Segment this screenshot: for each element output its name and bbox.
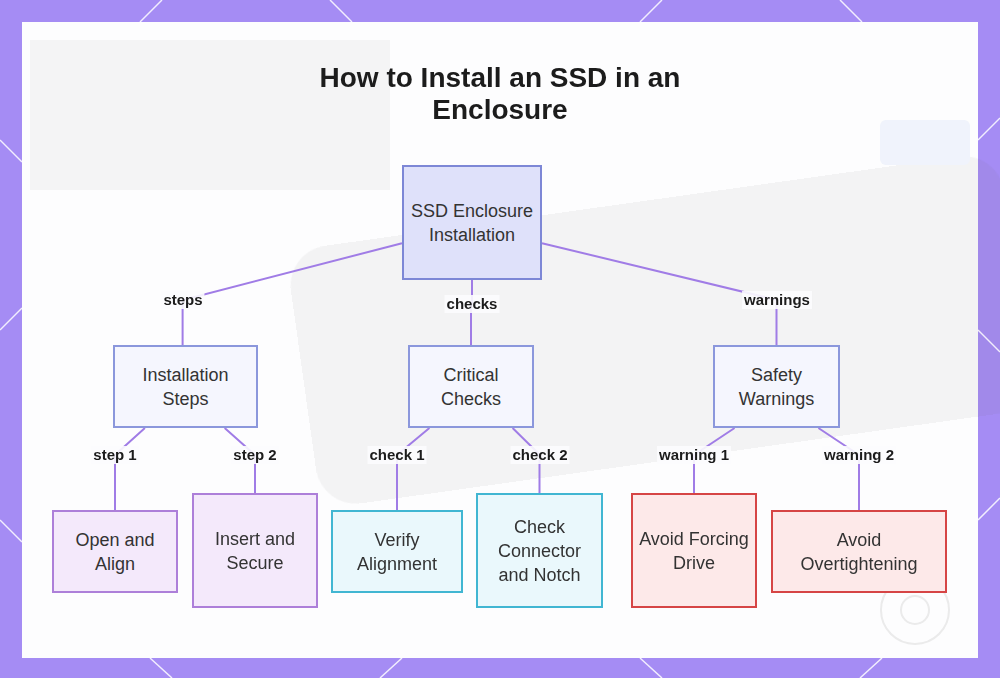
step-box: Open and Align	[52, 510, 178, 593]
warning-box: Avoid Overtightening	[771, 510, 947, 593]
check-box: Verify Alignment	[331, 510, 463, 593]
node-text: Verify Alignment	[339, 528, 455, 576]
node-text: Avoid Overtightening	[779, 528, 939, 576]
node-text: SSD Enclosure Installation	[410, 199, 534, 247]
diagram-title: How to Install an SSD in an Enclosure	[295, 62, 705, 126]
category-box: Critical Checks	[408, 345, 534, 428]
node-text: Avoid Forcing Drive	[639, 527, 749, 575]
step-box: Insert and Secure	[192, 493, 318, 608]
edge-label: step 1	[91, 446, 138, 464]
edge-label: check 1	[367, 446, 426, 464]
category-box: Safety Warnings	[713, 345, 840, 428]
connector-line	[183, 243, 402, 345]
node-text: Safety Warnings	[721, 363, 832, 411]
category-box: Installation Steps	[113, 345, 258, 428]
edge-label: checks	[445, 295, 500, 313]
node-text: Insert and Secure	[200, 527, 310, 575]
node-text: Installation Steps	[121, 363, 250, 411]
root-box: SSD Enclosure Installation	[402, 165, 542, 280]
node-text: Check Connector and Notch	[484, 515, 595, 587]
faded-photo	[30, 40, 1000, 509]
edge-label: warning 1	[657, 446, 731, 464]
warning-box: Avoid Forcing Drive	[631, 493, 757, 608]
check-box: Check Connector and Notch	[476, 493, 603, 608]
edge-label: steps	[161, 291, 204, 309]
edge-label: check 2	[510, 446, 569, 464]
node-text: Critical Checks	[416, 363, 526, 411]
edge-label: warning 2	[822, 446, 896, 464]
connector-line	[115, 428, 145, 510]
connector-line	[818, 428, 859, 510]
connector-line	[397, 428, 429, 510]
node-text: Open and Align	[60, 528, 170, 576]
edge-label: warnings	[742, 291, 812, 309]
edge-label: step 2	[231, 446, 278, 464]
